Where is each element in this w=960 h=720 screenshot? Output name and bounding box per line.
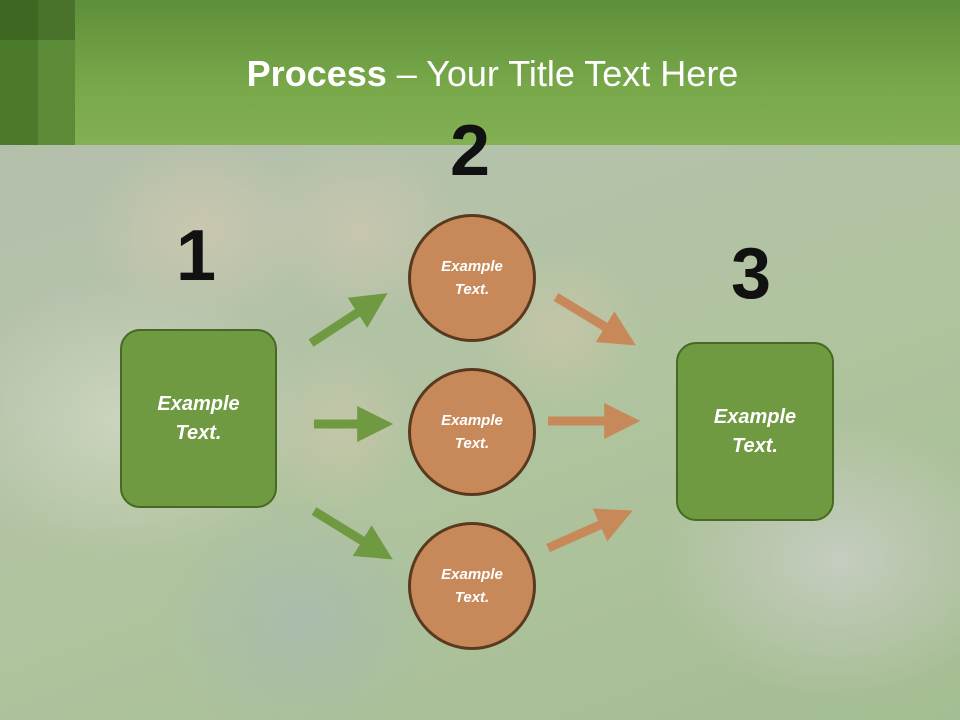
step-number-1: 1 (176, 216, 217, 296)
arrow-green-down (311, 507, 393, 560)
header-band (0, 0, 960, 145)
left-box-line2: Text. (175, 421, 222, 444)
title-rest: – Your Title Text Here (386, 53, 739, 94)
right-box-line2: Text. (732, 434, 778, 457)
header-accent-dark (0, 0, 38, 145)
header-accent-shade (0, 0, 75, 40)
header-accent-mid (38, 0, 75, 145)
arrow-orange-up (546, 508, 633, 553)
title-bold: Process (246, 53, 387, 94)
circle-top-line1: Example (441, 258, 503, 275)
circle-top-line2: Text. (454, 281, 490, 298)
circle-middle-line2: Text. (454, 435, 490, 452)
circle-bottom-line2: Text. (454, 589, 490, 606)
left-box-line1: Example (157, 392, 240, 415)
circle-middle-line1: Example (441, 412, 503, 429)
circle-bottom-line1: Example (441, 566, 503, 583)
step-number-3: 3 (731, 234, 772, 314)
slide-title: Process – Your Title Text Here (0, 52, 960, 96)
step-number-2: 2 (450, 111, 491, 191)
arrow-orange-down (553, 293, 636, 346)
arrow-green-up (308, 293, 388, 347)
right-box-line1: Example (713, 405, 797, 428)
